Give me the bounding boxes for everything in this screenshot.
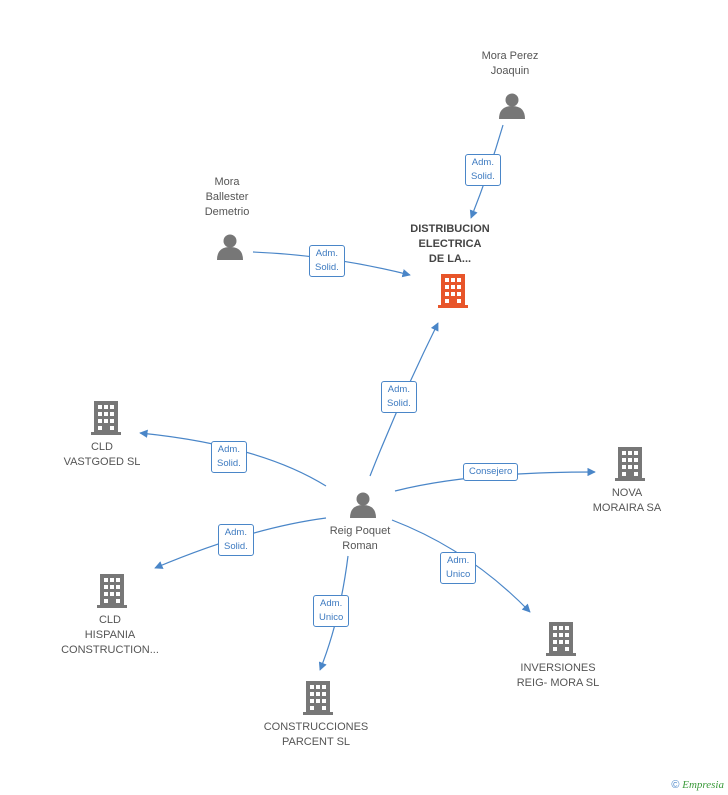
edge-label-ballester-to-dist[interactable]: Adm. Solid.: [309, 245, 345, 277]
building-icon[interactable]: [303, 681, 333, 715]
node-label-line: Roman: [342, 540, 378, 552]
node-label-cld-hispania[interactable]: CLD HISPANIA CONSTRUCTION...: [40, 613, 180, 658]
edge-label-line: Solid.: [471, 171, 495, 182]
node-label-line: INVERSIONES: [520, 662, 596, 674]
edge-label-line: Consejero: [469, 466, 513, 477]
edge-label-line: Adm.: [471, 157, 494, 168]
edge-label-line: Unico: [319, 612, 344, 623]
node-label-line: Mora: [214, 176, 240, 188]
node-label-line: CONSTRUCTION...: [61, 644, 159, 656]
node-label-line: MORAIRA SA: [592, 502, 662, 514]
edge-label-reig-to-hispania[interactable]: Adm. Solid.: [218, 524, 254, 556]
node-label-line: Demetrio: [204, 206, 250, 218]
node-label-line: CLD: [90, 441, 113, 453]
node-label-mora-ballester[interactable]: Mora Ballester Demetrio: [157, 175, 297, 220]
node-label-line: REIG- MORA SL: [516, 677, 600, 689]
node-label-line: VASTGOED SL: [63, 456, 141, 468]
edge-label-line: Adm.: [224, 527, 247, 538]
node-label-inversiones[interactable]: INVERSIONES REIG- MORA SL: [488, 661, 628, 691]
node-label-line: CLD: [98, 614, 121, 626]
person-icon[interactable]: [497, 91, 527, 119]
node-label-line: Ballester: [205, 191, 249, 203]
brand-logo[interactable]: Empresia: [682, 779, 724, 791]
edge-label-reig-to-nova[interactable]: Consejero: [463, 463, 519, 481]
building-icon[interactable]: [91, 401, 121, 435]
edge-label-line: Adm.: [447, 555, 470, 566]
edge-label-line: Adm.: [315, 248, 338, 259]
node-label-distribucion[interactable]: DISTRIBUCION ELECTRICA DE LA...: [380, 222, 520, 267]
node-label-nova-moraira[interactable]: NOVA MORAIRA SA: [557, 486, 697, 516]
edge-label-reig-to-inversiones[interactable]: Adm. Unico: [440, 552, 477, 584]
edge-label-reig-to-construcciones[interactable]: Adm. Unico: [313, 595, 350, 627]
edge-label-line: Adm.: [387, 384, 410, 395]
node-label-line: Reig Poquet: [329, 525, 391, 537]
building-icon[interactable]: [615, 447, 645, 481]
node-label-reig-poquet[interactable]: Reig Poquet Roman: [290, 524, 430, 554]
building-icon[interactable]: [546, 622, 576, 656]
node-label-line: CONSTRUCCIONES: [263, 721, 369, 733]
node-label-line: Mora Perez: [481, 50, 539, 62]
node-label-mora-perez[interactable]: Mora Perez Joaquin: [440, 49, 580, 79]
node-label-line: HISPANIA: [84, 629, 136, 641]
edge-label-line: Adm.: [217, 444, 240, 455]
copyright-notice: © Empresia: [671, 779, 724, 791]
edge-label-line: Unico: [446, 569, 471, 580]
node-label-line: DE LA...: [428, 253, 472, 265]
node-label-line: NOVA: [611, 487, 643, 499]
building-icon[interactable]: [438, 274, 468, 308]
node-label-line: Joaquin: [490, 65, 530, 77]
building-icon[interactable]: [97, 574, 127, 608]
edge-label-perez-to-dist[interactable]: Adm. Solid.: [465, 154, 501, 186]
edge-label-reig-to-dist[interactable]: Adm. Solid.: [381, 381, 417, 413]
node-label-line: DISTRIBUCION: [410, 223, 490, 235]
person-icon[interactable]: [348, 490, 378, 518]
node-label-cld-vastgoed[interactable]: CLD VASTGOED SL: [32, 440, 172, 470]
node-label-construcciones[interactable]: CONSTRUCCIONES PARCENT SL: [246, 720, 386, 750]
node-label-line: ELECTRICA: [418, 238, 482, 250]
person-icon[interactable]: [215, 232, 245, 260]
edge-label-line: Solid.: [224, 541, 248, 552]
edge-label-reig-to-vastgoed[interactable]: Adm. Solid.: [211, 441, 247, 473]
edge-label-line: Solid.: [315, 262, 339, 273]
node-label-line: PARCENT SL: [281, 736, 351, 748]
edge-label-line: Solid.: [217, 458, 241, 469]
copyright-symbol: ©: [671, 779, 680, 791]
edge-label-line: Adm.: [320, 598, 343, 609]
edge-label-line: Solid.: [387, 398, 411, 409]
